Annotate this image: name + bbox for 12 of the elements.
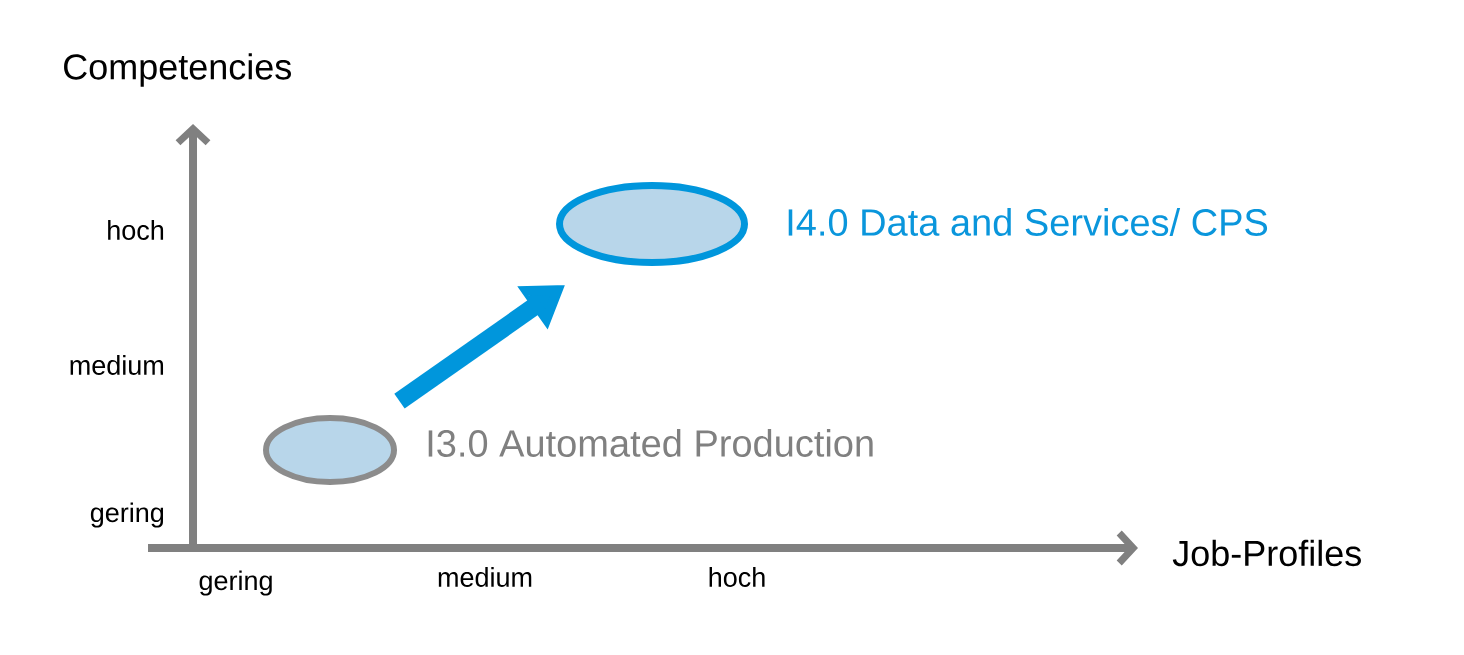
axis-title: Job-Profiles (1172, 539, 1361, 567)
axis-title: Competencies (64, 53, 291, 87)
ellipse-label: I3.0 Automated Production (428, 429, 873, 457)
tick-label: medium (438, 567, 532, 587)
ellipse-label: I4.0 Data and Services/ CPS (788, 208, 1268, 236)
tick-label: gering (90, 502, 164, 528)
ellipse (556, 182, 748, 266)
tick-label: medium (70, 355, 163, 375)
tick-label: hoch (108, 220, 164, 240)
tick-label: hoch (709, 567, 765, 587)
ellipse (263, 415, 397, 485)
tick-label: gering (199, 570, 272, 596)
